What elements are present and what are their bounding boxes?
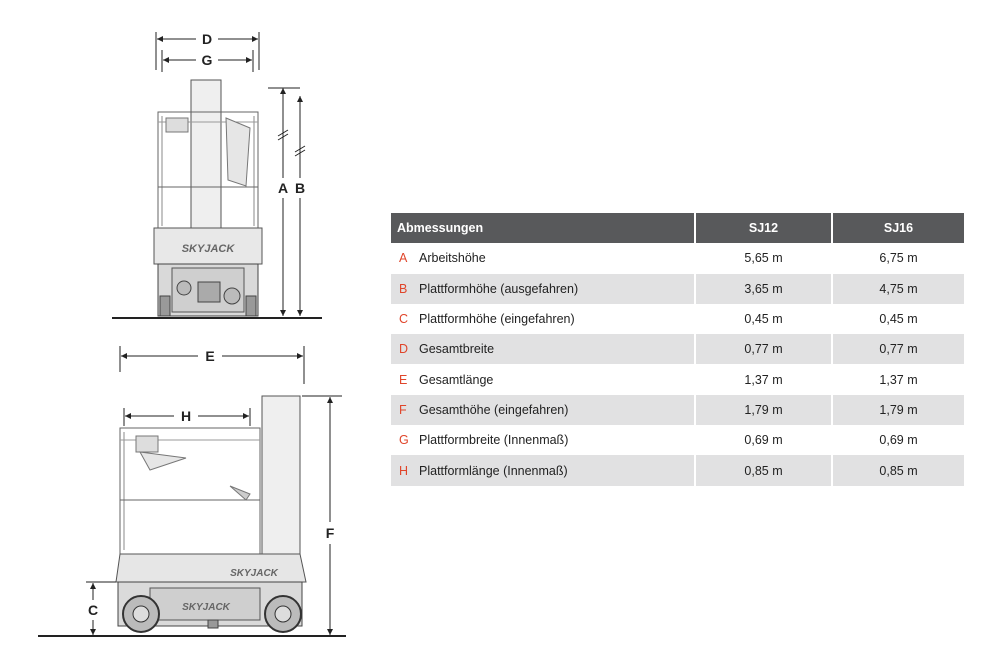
row-label: Plattformbreite (Innenmaß) <box>419 433 569 448</box>
table-row: A Arbeitshöhe 5,65 m 6,75 m <box>391 243 964 273</box>
row-value-sj16: 1,37 m <box>879 372 918 387</box>
side-arrowheads <box>90 353 333 635</box>
dimension-drawing: D G A B SKYJACK <box>38 31 346 637</box>
row-value-sj12: 0,85 m <box>696 455 831 486</box>
table-row: H Plattformlänge (Innenmaß) 0,85 m 0,85 m <box>391 455 964 486</box>
table-row: E Gesamtlänge 1,37 m 1,37 m <box>391 364 964 394</box>
machine-drawings: D G A B SKYJACK <box>0 0 380 667</box>
row-letter: D <box>399 342 409 357</box>
row-letter: F <box>399 402 407 417</box>
label-d: D <box>202 31 212 47</box>
row-value-sj16: 0,69 m <box>879 433 918 448</box>
row-label: Gesamtbreite <box>419 342 495 357</box>
row-letter: C <box>399 312 409 327</box>
row-letter: H <box>399 463 409 478</box>
row-value-sj16: 1,79 m <box>833 394 964 426</box>
label-c: C <box>88 602 98 618</box>
label-g: G <box>202 52 213 68</box>
dimensions-table: Abmessungen SJ12 SJ16 A Arbeitshöhe 5,65 … <box>391 213 964 486</box>
table-row: G Plattformbreite (Innenmaß) 0,69 m 0,69 … <box>391 425 964 455</box>
label-f: F <box>326 525 335 541</box>
brand-mark-side-lower: SKYJACK <box>182 602 231 613</box>
row-value-sj12: 0,69 m <box>744 433 783 448</box>
row-value-sj12: 3,65 m <box>696 273 831 304</box>
row-value-sj12: 1,37 m <box>744 372 783 387</box>
row-value-sj16: 6,75 m <box>879 251 918 266</box>
row-value-sj12: 5,65 m <box>744 251 783 266</box>
header-sj16: SJ16 <box>833 213 964 244</box>
table-row: F Gesamthöhe (eingefahren) 1,79 m 1,79 m <box>391 394 964 426</box>
row-value-sj16: 0,45 m <box>879 312 918 327</box>
row-value-sj16: 0,85 m <box>833 455 964 486</box>
table-row: B Plattformhöhe (ausgefahren) 3,65 m 4,75… <box>391 273 964 304</box>
row-letter: A <box>399 251 408 266</box>
brand-mark-side-upper: SKYJACK <box>230 568 279 579</box>
row-label: Plattformhöhe (ausgefahren) <box>419 281 579 296</box>
row-value-sj12: 0,45 m <box>744 312 783 327</box>
label-h: H <box>181 408 191 424</box>
label-e: E <box>205 348 214 364</box>
front-view <box>112 32 322 319</box>
table-row: D Gesamtbreite 0,77 m 0,77 m <box>391 334 964 365</box>
table-row: C Plattformhöhe (eingefahren) 0,45 m 0,45… <box>391 304 964 334</box>
row-value-sj12: 1,79 m <box>696 394 831 426</box>
row-letter: E <box>399 372 408 387</box>
table-header: Abmessungen SJ12 SJ16 <box>391 213 964 244</box>
row-value-sj16: 4,75 m <box>833 273 964 304</box>
row-value-sj12: 0,77 m <box>696 334 831 365</box>
brand-mark-front: SKYJACK <box>182 243 236 255</box>
header-dimensions: Abmessungen <box>391 213 694 244</box>
label-a: A <box>278 180 288 196</box>
side-view <box>38 346 346 637</box>
row-value-sj16: 0,77 m <box>833 334 964 365</box>
header-sj12: SJ12 <box>696 213 831 244</box>
row-letter: G <box>399 433 409 448</box>
row-label: Plattformhöhe (eingefahren) <box>419 312 575 327</box>
row-label: Gesamtlänge <box>419 372 494 387</box>
front-arrowheads <box>157 36 303 316</box>
row-label: Gesamthöhe (eingefahren) <box>419 402 569 417</box>
row-label: Plattformlänge (Innenmaß) <box>419 463 568 478</box>
row-letter: B <box>399 281 408 296</box>
row-label: Arbeitshöhe <box>419 251 486 266</box>
label-b: B <box>295 180 305 196</box>
